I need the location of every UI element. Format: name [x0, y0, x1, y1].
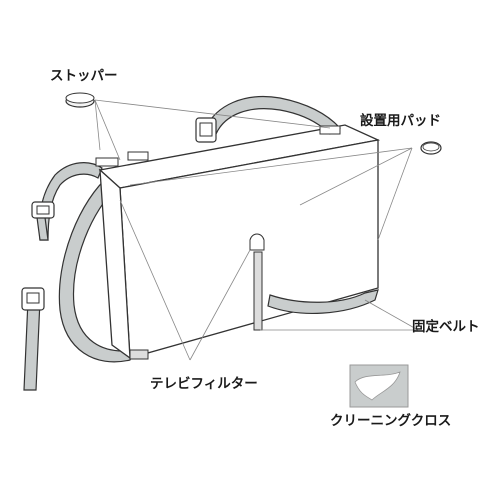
loop-strap: [58, 174, 137, 363]
left-buckle: [31, 201, 55, 219]
cleaning-cloth: [349, 364, 409, 408]
dangling-buckle: [21, 287, 45, 311]
right-bottom-strap: [267, 289, 379, 314]
pad-part: [420, 141, 442, 155]
label-belt: 固定ベルト: [412, 318, 480, 335]
clip-top-right: [319, 125, 341, 135]
label-stopper: ストッパー: [50, 68, 118, 84]
label-filter: テレビフィルター: [150, 376, 258, 392]
clip-top-mid: [127, 151, 149, 161]
clip-bottom-left: [129, 349, 149, 360]
label-pad: 設置用パッド: [360, 112, 441, 129]
label-cloth: クリーニングクロス: [330, 412, 451, 429]
stopper-part: [65, 92, 95, 108]
top-buckle: [195, 117, 217, 143]
leader-lines: [94, 99, 419, 361]
dangling-strap: [23, 299, 41, 391]
clip-top-left: [95, 157, 119, 167]
